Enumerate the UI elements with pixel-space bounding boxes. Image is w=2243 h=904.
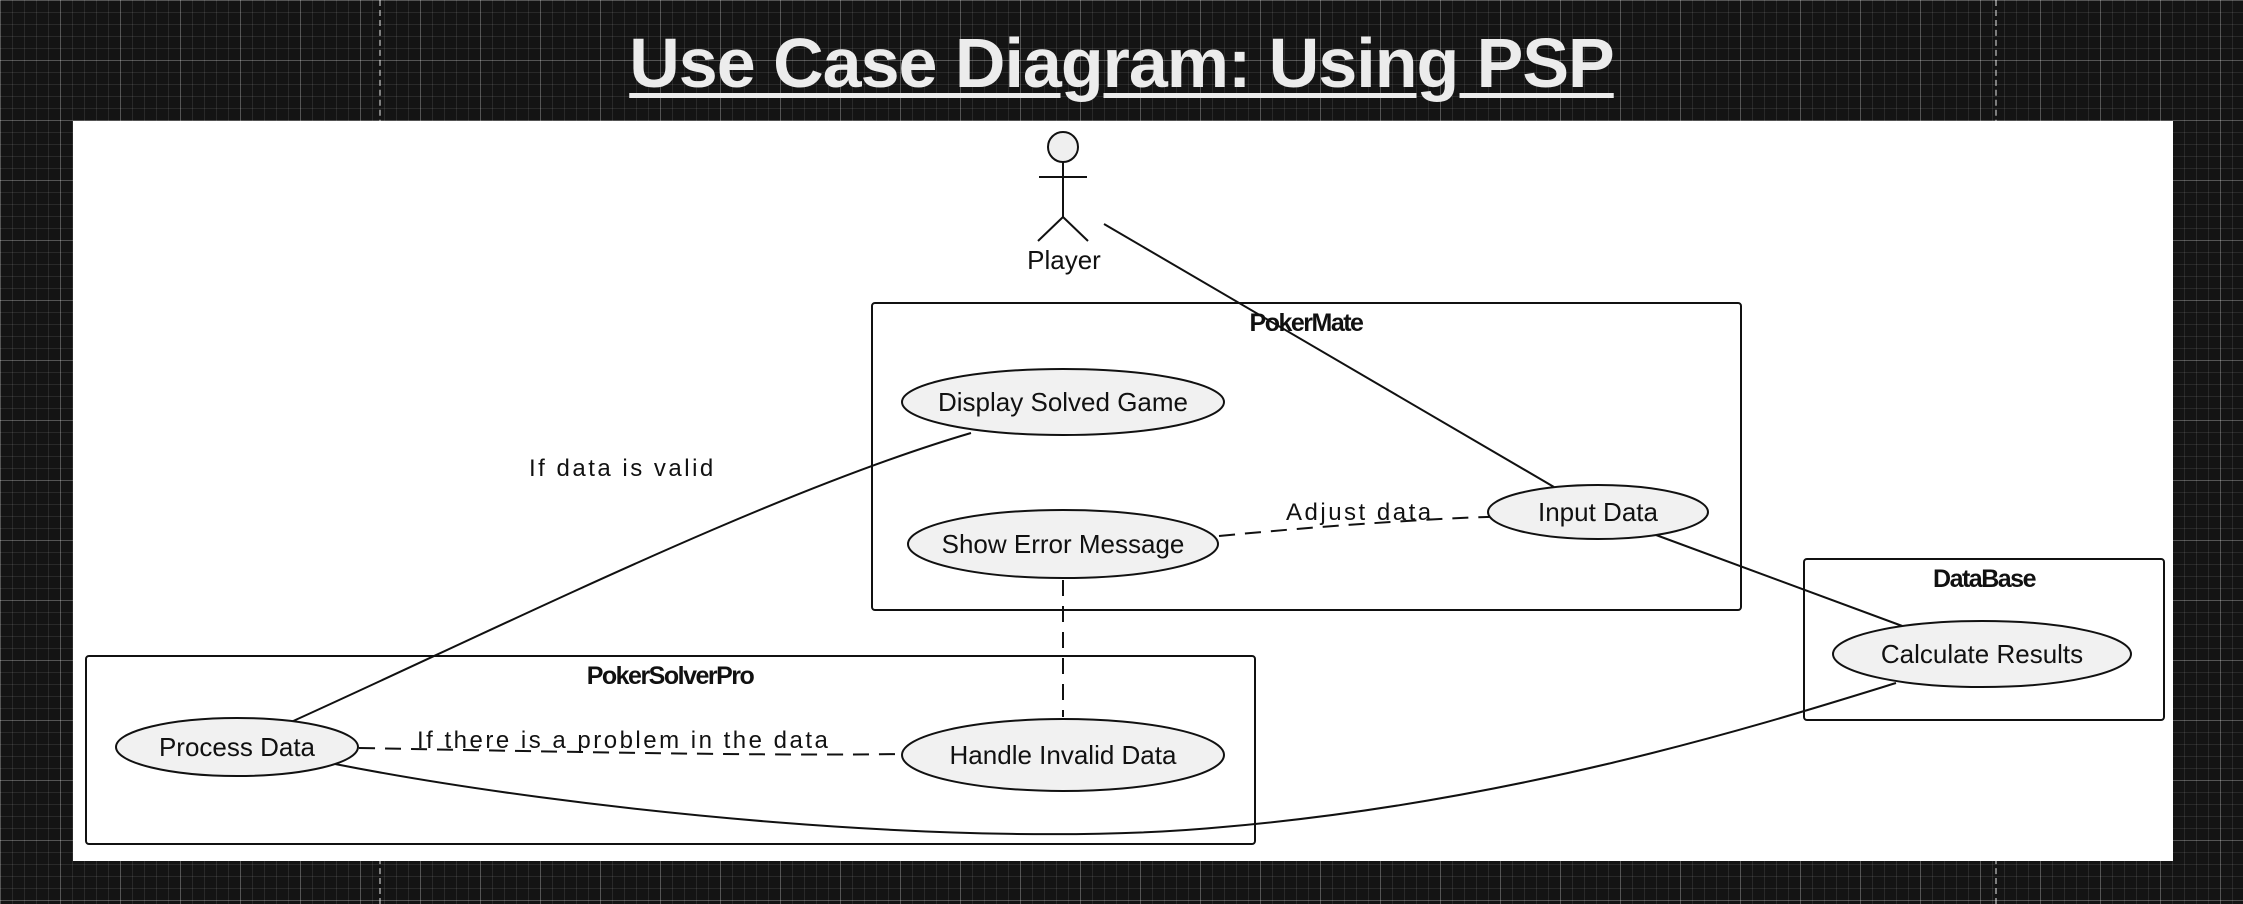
use-case-show-error-message [907,509,1219,579]
use-case-input-data-label: Input Data [1538,497,1659,527]
edge-label-adjust-data: Adjust data [1286,499,1434,526]
edge-process-data-handle-invalid [358,747,904,756]
player-actor-label: Player [1027,245,1101,275]
edge-input-data-calculate-results [1655,534,1906,628]
package-database-label: DataBase [1933,565,2037,593]
use-case-process-data-label: Process Data [159,732,316,762]
package-pokersolverpro [85,655,1256,845]
package-pokermate [871,302,1742,611]
use-case-input-data [1487,484,1709,540]
diagram-canvas: PokerMate PokerSolverPro DataBase Player… [73,121,2173,861]
use-case-process-data [115,717,359,777]
use-case-display-solved-game [901,368,1225,436]
package-pokersolverpro-label: PokerSolverPro [587,662,755,690]
edge-process-data-calculate-results [334,682,1897,836]
package-pokermate-label: PokerMate [1250,309,1365,337]
use-case-calculate-results-label: Calculate Results [1881,639,2083,669]
use-case-handle-invalid-data-label: Handle Invalid Data [950,740,1177,770]
edge-player-input-data [1103,223,1555,488]
use-case-show-error-message-label: Show Error Message [942,529,1185,559]
diagram-title: Use Case Diagram: Using PSP [629,24,1614,102]
package-database [1803,558,2165,721]
use-case-calculate-results [1832,620,2132,688]
edge-label-if-data-is-valid: If data is valid [529,455,716,482]
diagram-svg: PokerMate PokerSolverPro DataBase Player… [85,131,2165,845]
edge-label-problem-in-data: If there is a problem in the data [417,727,830,754]
use-case-handle-invalid-data [901,718,1225,792]
edge-process-data-display-solved-game [290,432,972,723]
use-case-display-solved-game-label: Display Solved Game [938,387,1188,417]
player-actor-icon [1037,131,1089,242]
